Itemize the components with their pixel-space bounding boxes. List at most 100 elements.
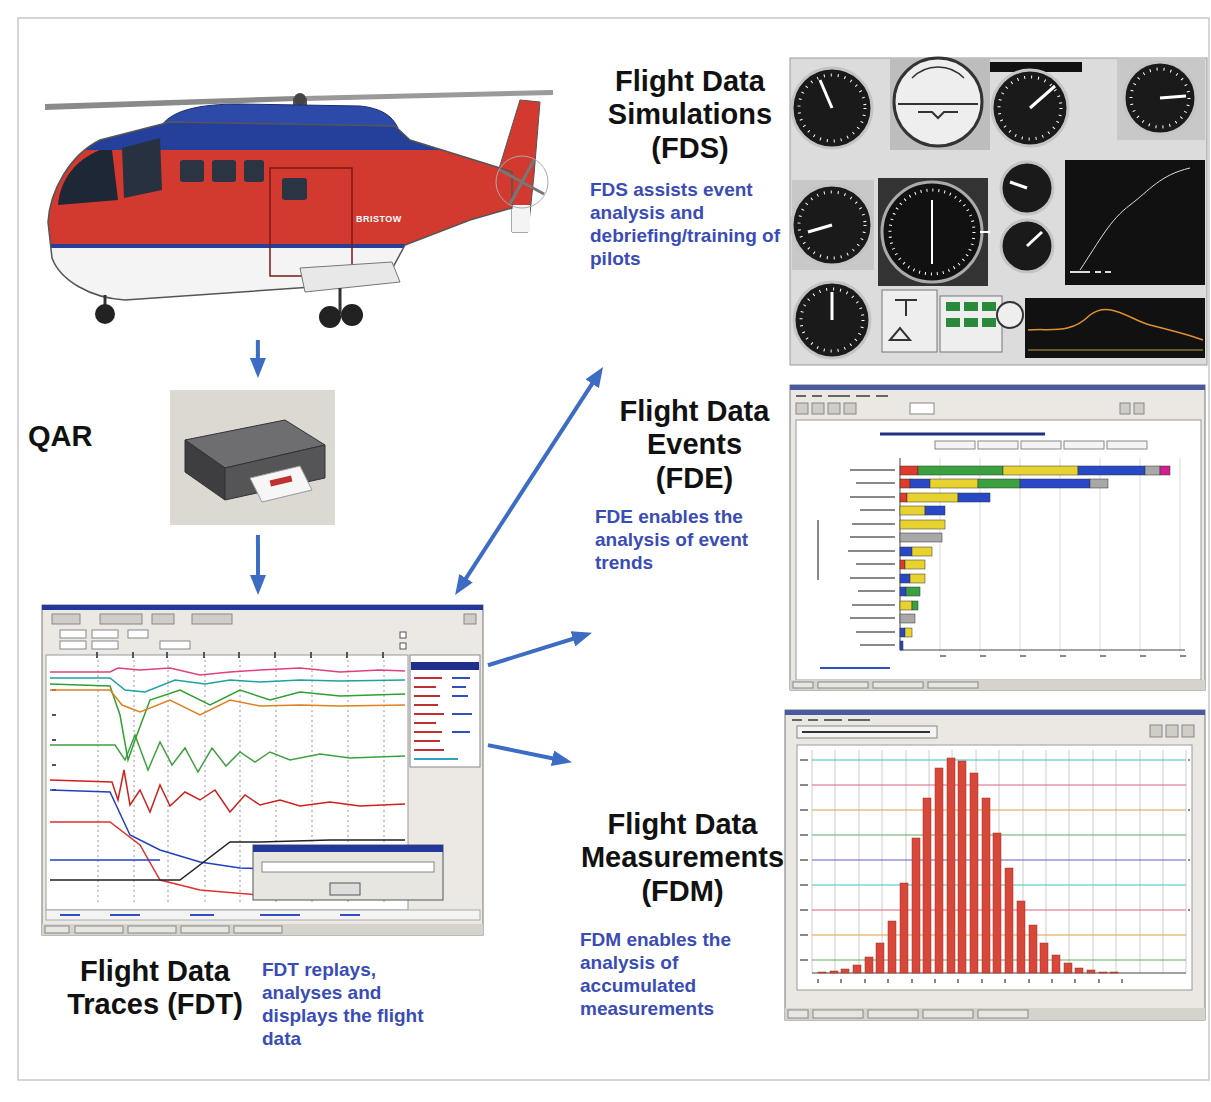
events-chart-part xyxy=(873,682,923,688)
connector-group xyxy=(258,340,599,761)
measurements-histogram-part-part xyxy=(912,838,920,973)
events-chart-part-part xyxy=(910,574,925,583)
events-chart-part-part xyxy=(900,493,907,502)
measurements-histogram-part-part xyxy=(1087,970,1095,973)
measurements-histogram-part-part xyxy=(818,972,826,973)
traces-screenshot-part xyxy=(50,859,160,861)
text-slot: BRISTOW xyxy=(356,215,416,225)
simulation-panel-part xyxy=(1001,162,1053,214)
measurements-histogram-part-part xyxy=(830,971,838,973)
events-chart-part-part xyxy=(900,574,910,583)
measurements-histogram-part xyxy=(802,731,930,733)
traces-module: Flight Data Traces (FDT)FDT replays, ana… xyxy=(38,595,488,1057)
simulation-panel-part xyxy=(1070,271,1111,273)
traces-screenshot-part xyxy=(60,630,86,638)
traces-screenshot-part xyxy=(262,862,434,872)
traces-screenshot-part xyxy=(97,652,383,658)
simulation-panel-part-part xyxy=(792,68,872,148)
helicopter-illustration-part xyxy=(341,304,363,326)
events-chart-part xyxy=(828,403,840,414)
traces-screenshot-part xyxy=(92,630,118,638)
simulation-panel-part xyxy=(982,302,996,311)
traces-screenshot-part xyxy=(152,614,174,624)
flow-arrow xyxy=(256,340,260,370)
traces-screenshot-part xyxy=(45,926,69,933)
simulation-panel-part-part xyxy=(931,200,933,264)
traces-screenshot-part xyxy=(128,630,148,638)
events-chart-part xyxy=(820,667,890,669)
simulation-panel-part xyxy=(1117,58,1205,140)
measurements-histogram-part xyxy=(812,750,1186,973)
measurements-histogram-part-part xyxy=(1075,968,1083,973)
traces-screenshot-part xyxy=(42,605,483,935)
simulation-panel-part-part xyxy=(992,70,1068,146)
events-chart xyxy=(790,385,1205,690)
helicopter-illustration-part xyxy=(212,160,236,182)
simulation-panel-part-part xyxy=(894,58,982,146)
traces-screenshot-part xyxy=(181,926,229,933)
traces-screenshot-part xyxy=(50,684,405,760)
measurements-histogram-part xyxy=(800,760,808,960)
events-chart-part xyxy=(928,682,978,688)
simulation-panel-part-part xyxy=(794,282,870,358)
traces-screenshot-part xyxy=(128,926,176,933)
events-chart-part xyxy=(796,420,1201,680)
measurements-histogram-part xyxy=(792,719,870,721)
traces-screenshot xyxy=(42,605,483,935)
simulation-panel-part xyxy=(792,185,872,265)
simulation-panel-part-part xyxy=(1030,86,1055,108)
measurements-histogram-part xyxy=(818,758,1118,973)
helicopter-illustration-part xyxy=(304,90,553,101)
measurements-histogram-part xyxy=(797,745,1192,990)
text-slot: Flight Data Simulations (FDS) xyxy=(595,65,785,165)
flow-arrow xyxy=(256,535,260,587)
events-chart-part-part xyxy=(900,547,912,556)
traces-screenshot-part xyxy=(60,641,86,649)
traces-screenshot-part xyxy=(234,926,282,933)
measurements-histogram-part xyxy=(788,1010,808,1018)
events-chart-part-part xyxy=(1090,479,1108,488)
measurements-histogram-part-part xyxy=(1099,972,1107,973)
simulation-panel-part xyxy=(794,282,870,358)
events-chart-part-part xyxy=(1078,466,1145,475)
simulation-panel-part xyxy=(878,178,988,286)
events-chart-part xyxy=(796,395,888,397)
simulation-panel-part-part xyxy=(1001,220,1053,272)
measurements-histogram-part xyxy=(1182,725,1194,737)
simulation-panel-part xyxy=(992,70,1068,146)
measurements-histogram-part xyxy=(1150,725,1162,737)
module-description: FDM enables the analysis of accumulated … xyxy=(580,928,770,1020)
measurements-histogram-part-part xyxy=(947,758,955,973)
text-slot: Flight Data Traces (FDT) xyxy=(50,955,260,1022)
simulation-panel-part xyxy=(964,318,978,327)
simulation-panel xyxy=(790,58,1207,365)
measurements-histogram-part xyxy=(818,979,1122,983)
events-chart-part-part xyxy=(1003,466,1078,475)
simulation-panel-part xyxy=(997,302,1023,328)
traces-screenshot-part xyxy=(330,883,360,895)
traces-screenshot-part xyxy=(452,678,472,732)
traces-screenshot-part xyxy=(42,924,483,935)
traces-screenshot-part xyxy=(42,605,483,610)
simulation-panel-part-part xyxy=(1010,182,1027,188)
events-chart-part-part xyxy=(900,628,905,637)
simulation-panel-part-part xyxy=(831,292,834,320)
events-chart-part-part xyxy=(900,479,910,488)
events-chart-part xyxy=(793,682,813,688)
events-chart-part-part xyxy=(900,533,942,542)
module-description: FDE enables the analysis of event trends xyxy=(595,505,790,574)
measurements-histogram-part xyxy=(978,1010,1028,1018)
measurements-histogram-part-part xyxy=(1029,925,1037,973)
events-chart-part xyxy=(790,680,1205,690)
events-chart-part xyxy=(900,458,1185,650)
events-chart-part-part xyxy=(905,628,912,637)
events-chart-part-part xyxy=(900,587,906,596)
traces-screenshot-part xyxy=(160,641,190,649)
helicopter-illustration-part xyxy=(498,100,540,232)
module-title: Flight Data Traces (FDT) xyxy=(50,955,260,1022)
simulation-panel-part-part xyxy=(890,190,974,274)
recorder-photo-part xyxy=(185,440,225,500)
simulation-panel-part xyxy=(890,300,917,340)
measurements-histogram-part-part xyxy=(1005,868,1013,973)
